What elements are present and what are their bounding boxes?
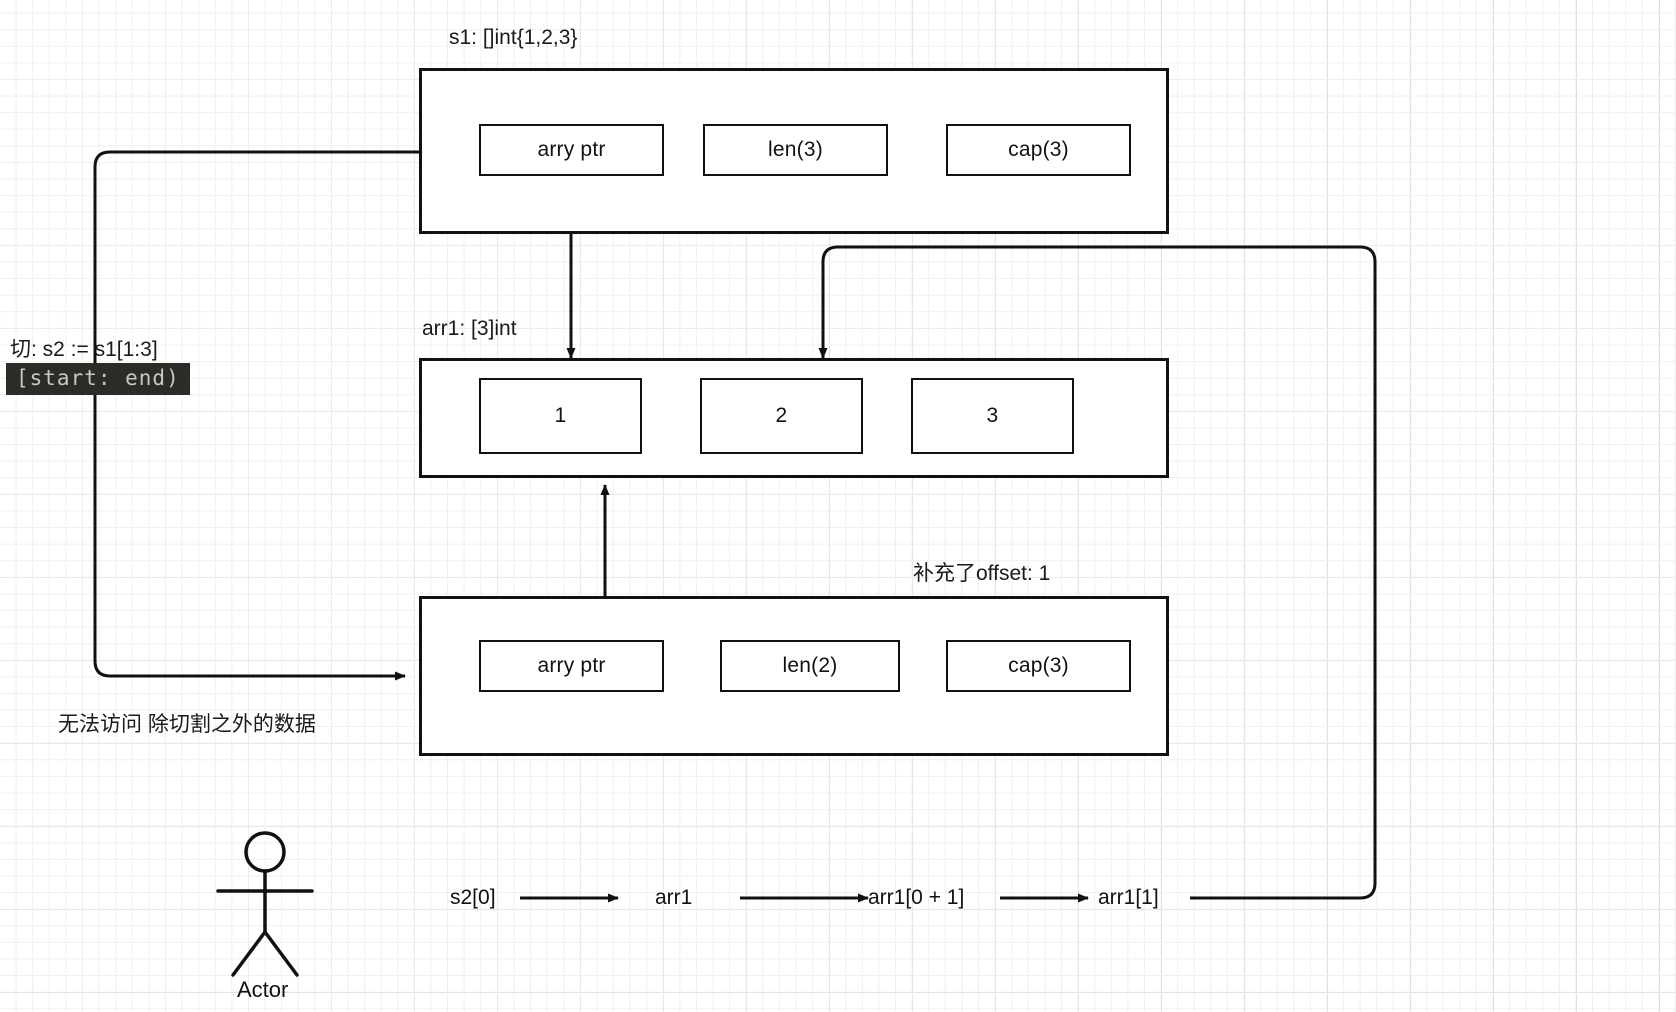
arr1-element-0[interactable]: 1: [479, 378, 642, 454]
arr1-element-1[interactable]: 2: [700, 378, 863, 454]
flow-step-s2-index0: s2[0]: [450, 886, 496, 909]
s2-field-array-ptr[interactable]: arry ptr: [479, 640, 664, 692]
flow-step-arr1-offset-expr: arr1[0 + 1]: [868, 886, 965, 909]
s2-field-cap[interactable]: cap(3): [946, 640, 1131, 692]
connector-arr1idx1-route: [818, 245, 1377, 900]
s1-field-len[interactable]: len(3): [703, 124, 888, 176]
arr1-element-2[interactable]: 3: [911, 378, 1074, 454]
range-notation-chip: [start: end): [6, 363, 190, 395]
actor-label: Actor: [237, 977, 289, 1002]
actor-figure: [216, 831, 314, 977]
flow-step-arr1-index1: arr1[1]: [1098, 886, 1159, 909]
connector-s1-to-s2-left-route: [93, 150, 420, 681]
offset-note: 补充了offset: 1: [913, 562, 1051, 585]
s2-field-len[interactable]: len(2): [720, 640, 900, 692]
no-access-note: 无法访问 除切割之外的数据: [58, 713, 316, 736]
s1-title: s1: []int{1,2,3}: [449, 26, 578, 49]
flow-step-arr1: arr1: [655, 886, 693, 909]
arr1-title: arr1: [3]int: [422, 317, 517, 340]
s1-field-array-ptr[interactable]: arry ptr: [479, 124, 664, 176]
s1-field-cap[interactable]: cap(3): [946, 124, 1131, 176]
slice-expression-label: 切: s2 := s1[1:3]: [10, 338, 158, 361]
